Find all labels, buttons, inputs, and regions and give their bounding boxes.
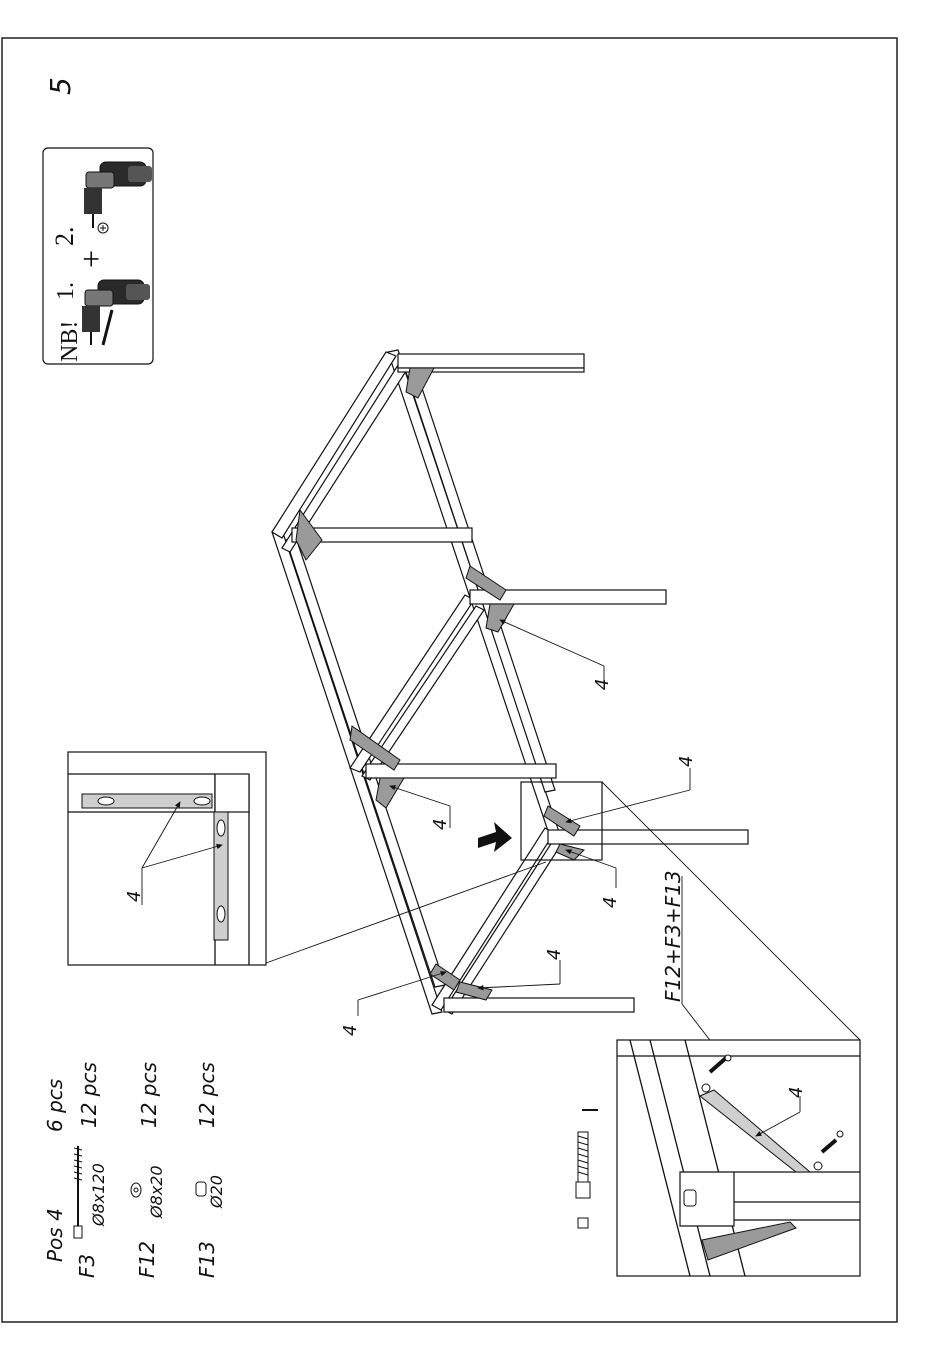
bolt-head-icon [98, 223, 108, 233]
part-qty: 12 pcs [137, 1062, 161, 1128]
callout-pos-4: 4 [786, 1087, 807, 1098]
inset-detail-top-view: 4 [68, 752, 266, 965]
part-code: F12 [135, 1241, 159, 1278]
part-qty: 12 pcs [77, 1062, 101, 1128]
nb-label: NB! [57, 321, 83, 362]
note-box: NB! 1. + 2. [43, 148, 153, 364]
callout-pos-4: 4 [124, 891, 145, 902]
parts-list: Pos 4 6 pcs F3 Ø8x120 12 pcs F12 Ø8x20 1… [43, 1062, 226, 1278]
callout-pos-4: 4 [600, 897, 621, 908]
cap-icon [196, 1182, 206, 1196]
callout-pos-4: 4 [592, 679, 613, 690]
inset-detail-corner: 4 [617, 1040, 860, 1276]
part-code: Pos 4 [43, 1208, 67, 1262]
part-code: F3 [75, 1254, 99, 1278]
screw-icon [576, 1110, 598, 1228]
step-number: 5 [44, 77, 77, 95]
callout-pos-4: 4 [340, 1025, 361, 1036]
washer-icon [131, 1183, 141, 1197]
callout-pos-4: 4 [544, 949, 565, 960]
part-qty: 6 pcs [43, 1079, 67, 1132]
hardware-illustrations [576, 1110, 598, 1228]
part-size: Ø20 [207, 1175, 226, 1209]
fastener-combo-label: F12+F3+F13 [661, 870, 685, 1002]
callout-pos-4: 4 [430, 819, 451, 830]
part-qty: 12 pcs [195, 1062, 219, 1128]
step1-label: 1. [53, 282, 79, 300]
part-code: F13 [195, 1241, 219, 1278]
callout-pos-4: 4 [676, 756, 697, 767]
step2-label: 2. [50, 227, 79, 247]
part-size: Ø8x120 [89, 1163, 108, 1227]
screw-icon [74, 1146, 82, 1238]
direction-arrow-icon [478, 822, 512, 852]
plus-sign: + [73, 250, 109, 268]
fastener-combo-callout: F12+F3+F13 [661, 870, 716, 1048]
part-size: Ø8x20 [147, 1165, 166, 1219]
cross-rail [272, 352, 396, 538]
